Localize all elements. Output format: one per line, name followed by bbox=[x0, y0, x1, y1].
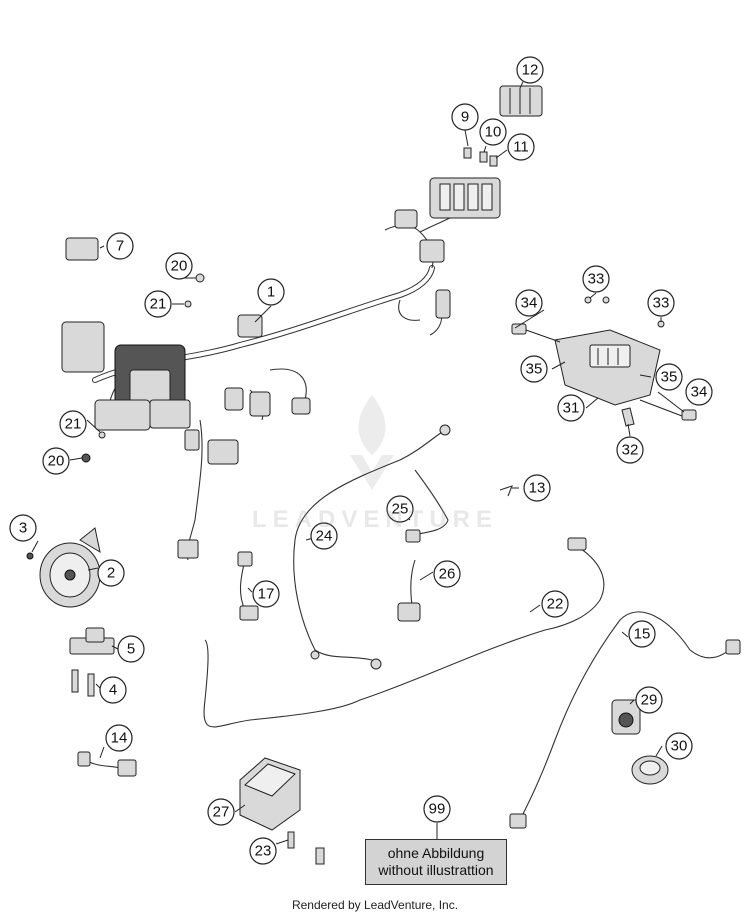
callout-31: 31 bbox=[557, 394, 585, 422]
switch-29 bbox=[611, 699, 641, 735]
relay-5 bbox=[69, 627, 115, 697]
svg-text:2: 2 bbox=[107, 565, 115, 582]
svg-text:12: 12 bbox=[522, 62, 539, 79]
callout-20-bottom: 20 bbox=[42, 447, 70, 475]
sensor-cable-25 bbox=[405, 469, 449, 543]
svg-text:11: 11 bbox=[513, 139, 529, 156]
cable-15 bbox=[509, 611, 741, 829]
callout-9: 9 bbox=[451, 103, 479, 131]
svg-text:30: 30 bbox=[671, 738, 688, 755]
callout-2: 2 bbox=[97, 559, 125, 587]
callout-14: 14 bbox=[105, 724, 133, 752]
callout-5: 5 bbox=[117, 635, 145, 663]
callout-4: 4 bbox=[99, 676, 127, 704]
callout-33-left: 33 bbox=[582, 265, 610, 293]
regulator-27 bbox=[239, 757, 325, 865]
svg-text:33: 33 bbox=[653, 295, 670, 312]
svg-text:10: 10 bbox=[485, 124, 502, 141]
svg-text:35: 35 bbox=[526, 361, 543, 378]
svg-text:17: 17 bbox=[258, 586, 275, 603]
callout-13: 13 bbox=[523, 474, 551, 502]
callout-99: 99 bbox=[423, 795, 451, 823]
footer-credit: Rendered by LeadVenture, Inc. bbox=[291, 898, 459, 912]
svg-text:35: 35 bbox=[661, 369, 678, 386]
callout-25: 25 bbox=[386, 495, 414, 523]
fuse-set-12 bbox=[499, 85, 543, 117]
svg-text:33: 33 bbox=[588, 271, 605, 288]
svg-text:21: 21 bbox=[65, 416, 82, 433]
callout-21-top: 21 bbox=[144, 290, 172, 318]
main-wiring-harness bbox=[61, 177, 501, 561]
callout-10: 10 bbox=[479, 118, 507, 146]
callout-34-right: 34 bbox=[685, 378, 713, 406]
cable-22 bbox=[203, 537, 605, 728]
callout-27: 27 bbox=[207, 798, 235, 826]
callout-35-right: 35 bbox=[655, 363, 683, 391]
svg-text:7: 7 bbox=[116, 238, 124, 255]
bracket-31 bbox=[511, 296, 697, 427]
svg-text:27: 27 bbox=[213, 804, 230, 821]
callout-34-left: 34 bbox=[515, 289, 543, 317]
svg-text:24: 24 bbox=[316, 528, 333, 545]
note-box: ohne Abbildung without illustrattion bbox=[365, 839, 507, 885]
svg-text:5: 5 bbox=[127, 641, 135, 658]
callout-29: 29 bbox=[635, 686, 663, 714]
cable-17 bbox=[237, 551, 259, 621]
ground-cable-24 bbox=[293, 424, 451, 670]
callout-24: 24 bbox=[310, 522, 338, 550]
svg-text:31: 31 bbox=[563, 400, 580, 417]
callout-33-right: 33 bbox=[647, 289, 675, 317]
callout-22: 22 bbox=[541, 590, 569, 618]
callout-17: 17 bbox=[252, 580, 280, 608]
svg-text:3: 3 bbox=[19, 520, 27, 537]
svg-text:32: 32 bbox=[622, 442, 639, 459]
svg-text:99: 99 bbox=[429, 801, 446, 818]
svg-text:1: 1 bbox=[267, 284, 275, 301]
svg-text:9: 9 bbox=[461, 109, 469, 126]
leader-lines bbox=[31, 81, 685, 845]
callout-20-top: 20 bbox=[165, 252, 193, 280]
cap-30 bbox=[631, 755, 669, 785]
callout-35-left: 35 bbox=[520, 355, 548, 383]
svg-text:25: 25 bbox=[392, 501, 409, 518]
svg-text:13: 13 bbox=[529, 480, 546, 497]
svg-text:4: 4 bbox=[109, 682, 117, 699]
callout-23: 23 bbox=[249, 837, 277, 865]
watermark-logo bbox=[350, 395, 394, 490]
svg-text:15: 15 bbox=[634, 626, 651, 643]
svg-text:14: 14 bbox=[111, 730, 128, 747]
note-line-2: without illustrattion bbox=[378, 862, 494, 878]
callout-15: 15 bbox=[628, 620, 656, 648]
watermark-text: LEADVENTURE bbox=[251, 506, 498, 533]
svg-text:26: 26 bbox=[439, 566, 456, 583]
cable-14 bbox=[77, 751, 137, 777]
svg-text:34: 34 bbox=[691, 384, 708, 401]
callout-32: 32 bbox=[616, 436, 644, 464]
callout-30: 30 bbox=[665, 732, 693, 760]
callout-12: 12 bbox=[516, 56, 544, 84]
connector-13 bbox=[499, 485, 513, 497]
callout-7: 7 bbox=[106, 232, 134, 260]
svg-text:22: 22 bbox=[547, 596, 564, 613]
callout-11: 11 bbox=[507, 133, 535, 161]
svg-text:34: 34 bbox=[521, 295, 538, 312]
fuses-9-10-11 bbox=[463, 147, 498, 167]
svg-text:29: 29 bbox=[641, 692, 658, 709]
svg-text:21: 21 bbox=[150, 296, 167, 313]
horn-2 bbox=[26, 527, 101, 608]
svg-text:20: 20 bbox=[171, 258, 188, 275]
sensor-cable-26 bbox=[397, 559, 421, 622]
relay-7 bbox=[65, 237, 99, 261]
svg-text:23: 23 bbox=[255, 843, 272, 860]
callout-3: 3 bbox=[9, 514, 37, 542]
note-line-1: ohne Abbildung bbox=[387, 845, 485, 861]
callout-1: 1 bbox=[257, 278, 285, 306]
svg-text:20: 20 bbox=[48, 453, 65, 470]
callout-26: 26 bbox=[433, 560, 461, 588]
callout-21-bottom: 21 bbox=[59, 410, 87, 438]
